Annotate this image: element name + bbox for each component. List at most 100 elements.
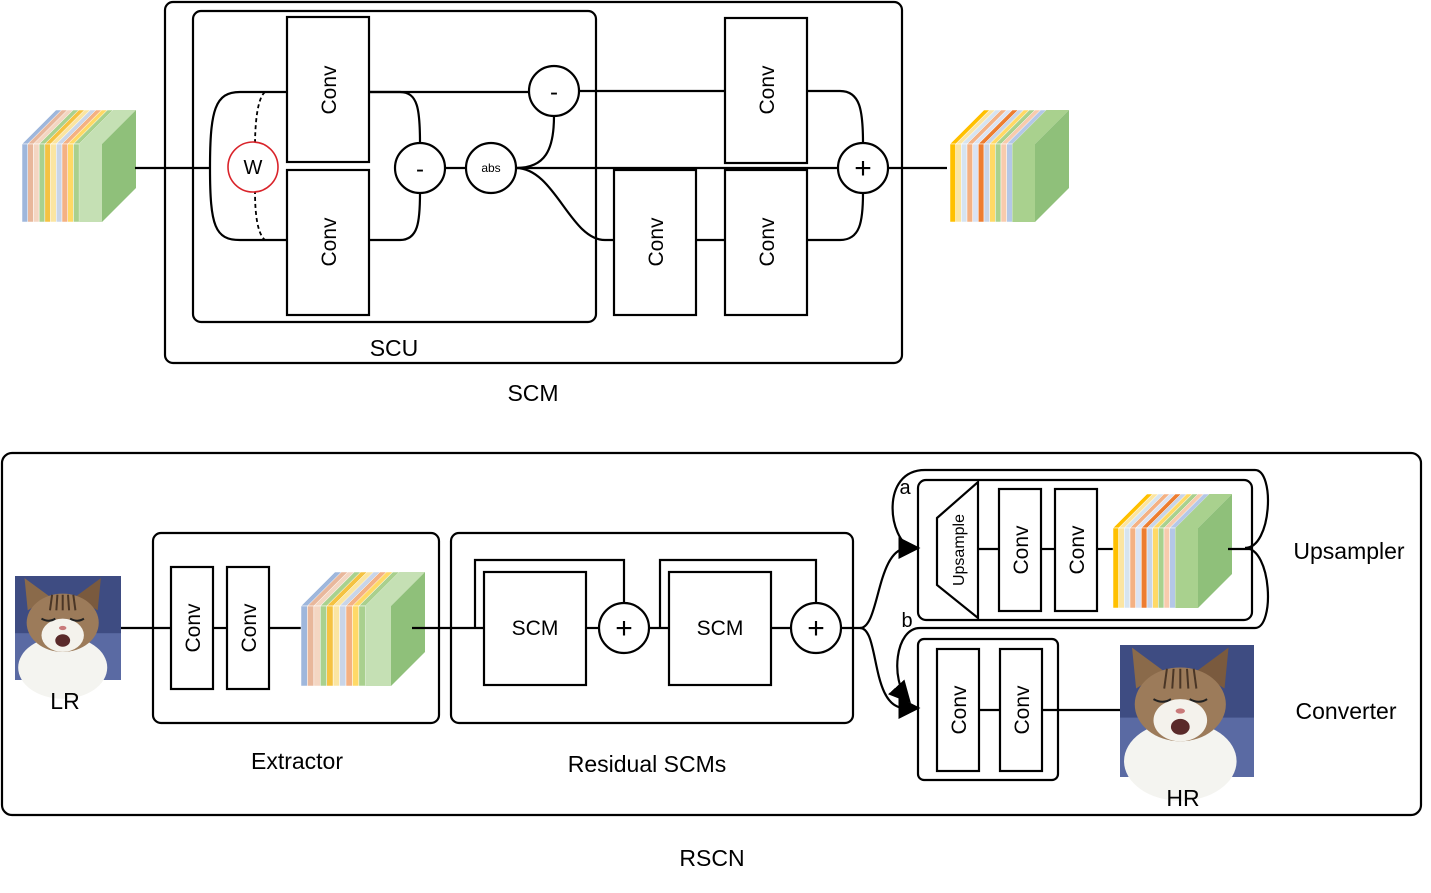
residual-scms-title: Residual SCMs [568,751,727,777]
abs-label: abs [481,161,500,175]
feature-slice [56,143,63,223]
feature-slice [332,605,340,687]
scm-conv-bottom-right [723,168,809,317]
converter-title: Converter [1296,698,1397,724]
scm-conv-bottom-mid-label: Conv [645,217,668,267]
scu-box [191,9,598,324]
converter-conv-1 [935,647,981,773]
scm-outer-box [163,0,904,365]
feature-slice [1118,527,1125,609]
feature-slice-front-top [1175,494,1232,528]
residual-plus-1-label: + [615,612,633,645]
feature-slice-front-top [365,572,425,606]
upsampler-conv-1 [997,487,1043,613]
cat-stripe [72,594,77,611]
scm-conv-top-right-label: Conv [756,65,779,115]
converter-conv-2 [998,647,1044,773]
feature-slice [961,143,968,223]
scu-conv-top-label: Conv [318,65,341,115]
cat-nose [58,625,67,631]
cat-ear-left [1132,647,1165,689]
cat-stripe [67,594,71,611]
feature-slice [33,143,40,223]
feature-slice [1112,527,1119,609]
cat-eye-right [1189,698,1208,703]
feature-slice [300,605,308,687]
path-a-label: a [899,477,911,499]
feature-slice [1152,527,1159,609]
feature-slice-front-top [1012,110,1069,144]
feature-slice [326,605,334,687]
feature-slice [1124,527,1131,609]
feature-map-cube-in [21,109,136,223]
upsampler-conv-2-label: Conv [1066,525,1089,575]
rscn-title: RSCN [679,845,744,871]
cat-ear-left [24,578,50,611]
cat-stripe [55,594,59,611]
feature-slice [983,143,990,223]
cat-body [18,636,108,699]
cat-stripe [1163,668,1168,689]
extractor-conv-2-label: Conv [238,603,261,653]
feature-slice-front [1175,528,1198,608]
cat-mouth [55,634,71,647]
feature-slice-side [1198,494,1232,608]
feature-slice [1006,143,1013,223]
residual-plus-2-label: + [807,612,825,645]
feature-slice [1141,527,1148,609]
cat-ear-right [1196,647,1229,689]
scm-plus-label: + [854,152,872,185]
feature-slice [949,143,956,223]
feature-slice [1163,527,1170,609]
rscn-outer-box [0,451,1423,817]
scm-minus-label: - [550,79,558,106]
extractor-conv-1-label: Conv [182,603,205,653]
feature-slice [38,143,46,223]
cat-stripe [1171,668,1175,689]
feature-slice [1158,527,1165,609]
feature-slice [1169,527,1176,609]
feature-slice [978,143,985,223]
feature-slice [1129,527,1136,609]
feature-slice [955,143,962,223]
cat-ear-right [75,578,101,611]
extractor-title: Extractor [251,748,343,774]
feature-slice [339,605,347,687]
scm-title: SCM [507,380,558,406]
feature-slice [307,605,315,687]
cat-eye-right [69,617,85,622]
feature-slice [972,143,979,223]
upsample-label: Upsample [951,514,968,586]
path-b-label: b [901,610,912,632]
cat-photo-lr [15,576,121,699]
feature-slice [27,143,34,223]
feature-slice [1146,527,1153,609]
weight-label: W [244,157,263,179]
upsampler-conv-1-label: Conv [1010,525,1033,575]
feature-slice-side [391,572,425,686]
feature-slice [50,143,57,223]
feature-map-cube-extractor [300,571,425,687]
upsampler-title: Upsampler [1293,538,1405,564]
hr-label: HR [1166,785,1199,811]
extractor-conv-1 [169,565,215,691]
scu-title: SCU [370,335,419,361]
feature-map-cube-out [949,109,1069,223]
feature-slice-front [79,144,102,222]
scu-conv-bottom [285,168,371,317]
feature-slice [61,143,68,223]
feature-slice [21,143,28,223]
feature-slice [352,605,360,687]
extractor-conv-2 [225,565,271,691]
feature-slice [1000,143,1007,223]
cat-eye-left [1153,698,1172,703]
feature-slice [358,605,366,687]
upsample-trapezoid [935,479,980,621]
converter-conv-2-label: Conv [1011,685,1034,735]
feature-slice-front-top [79,110,136,144]
scm-conv-top-right [723,16,809,165]
feature-slice [44,143,51,223]
feature-slice-side [102,110,136,222]
cat-nose [1175,708,1185,714]
feature-map-cube-upsampler [1112,493,1232,609]
